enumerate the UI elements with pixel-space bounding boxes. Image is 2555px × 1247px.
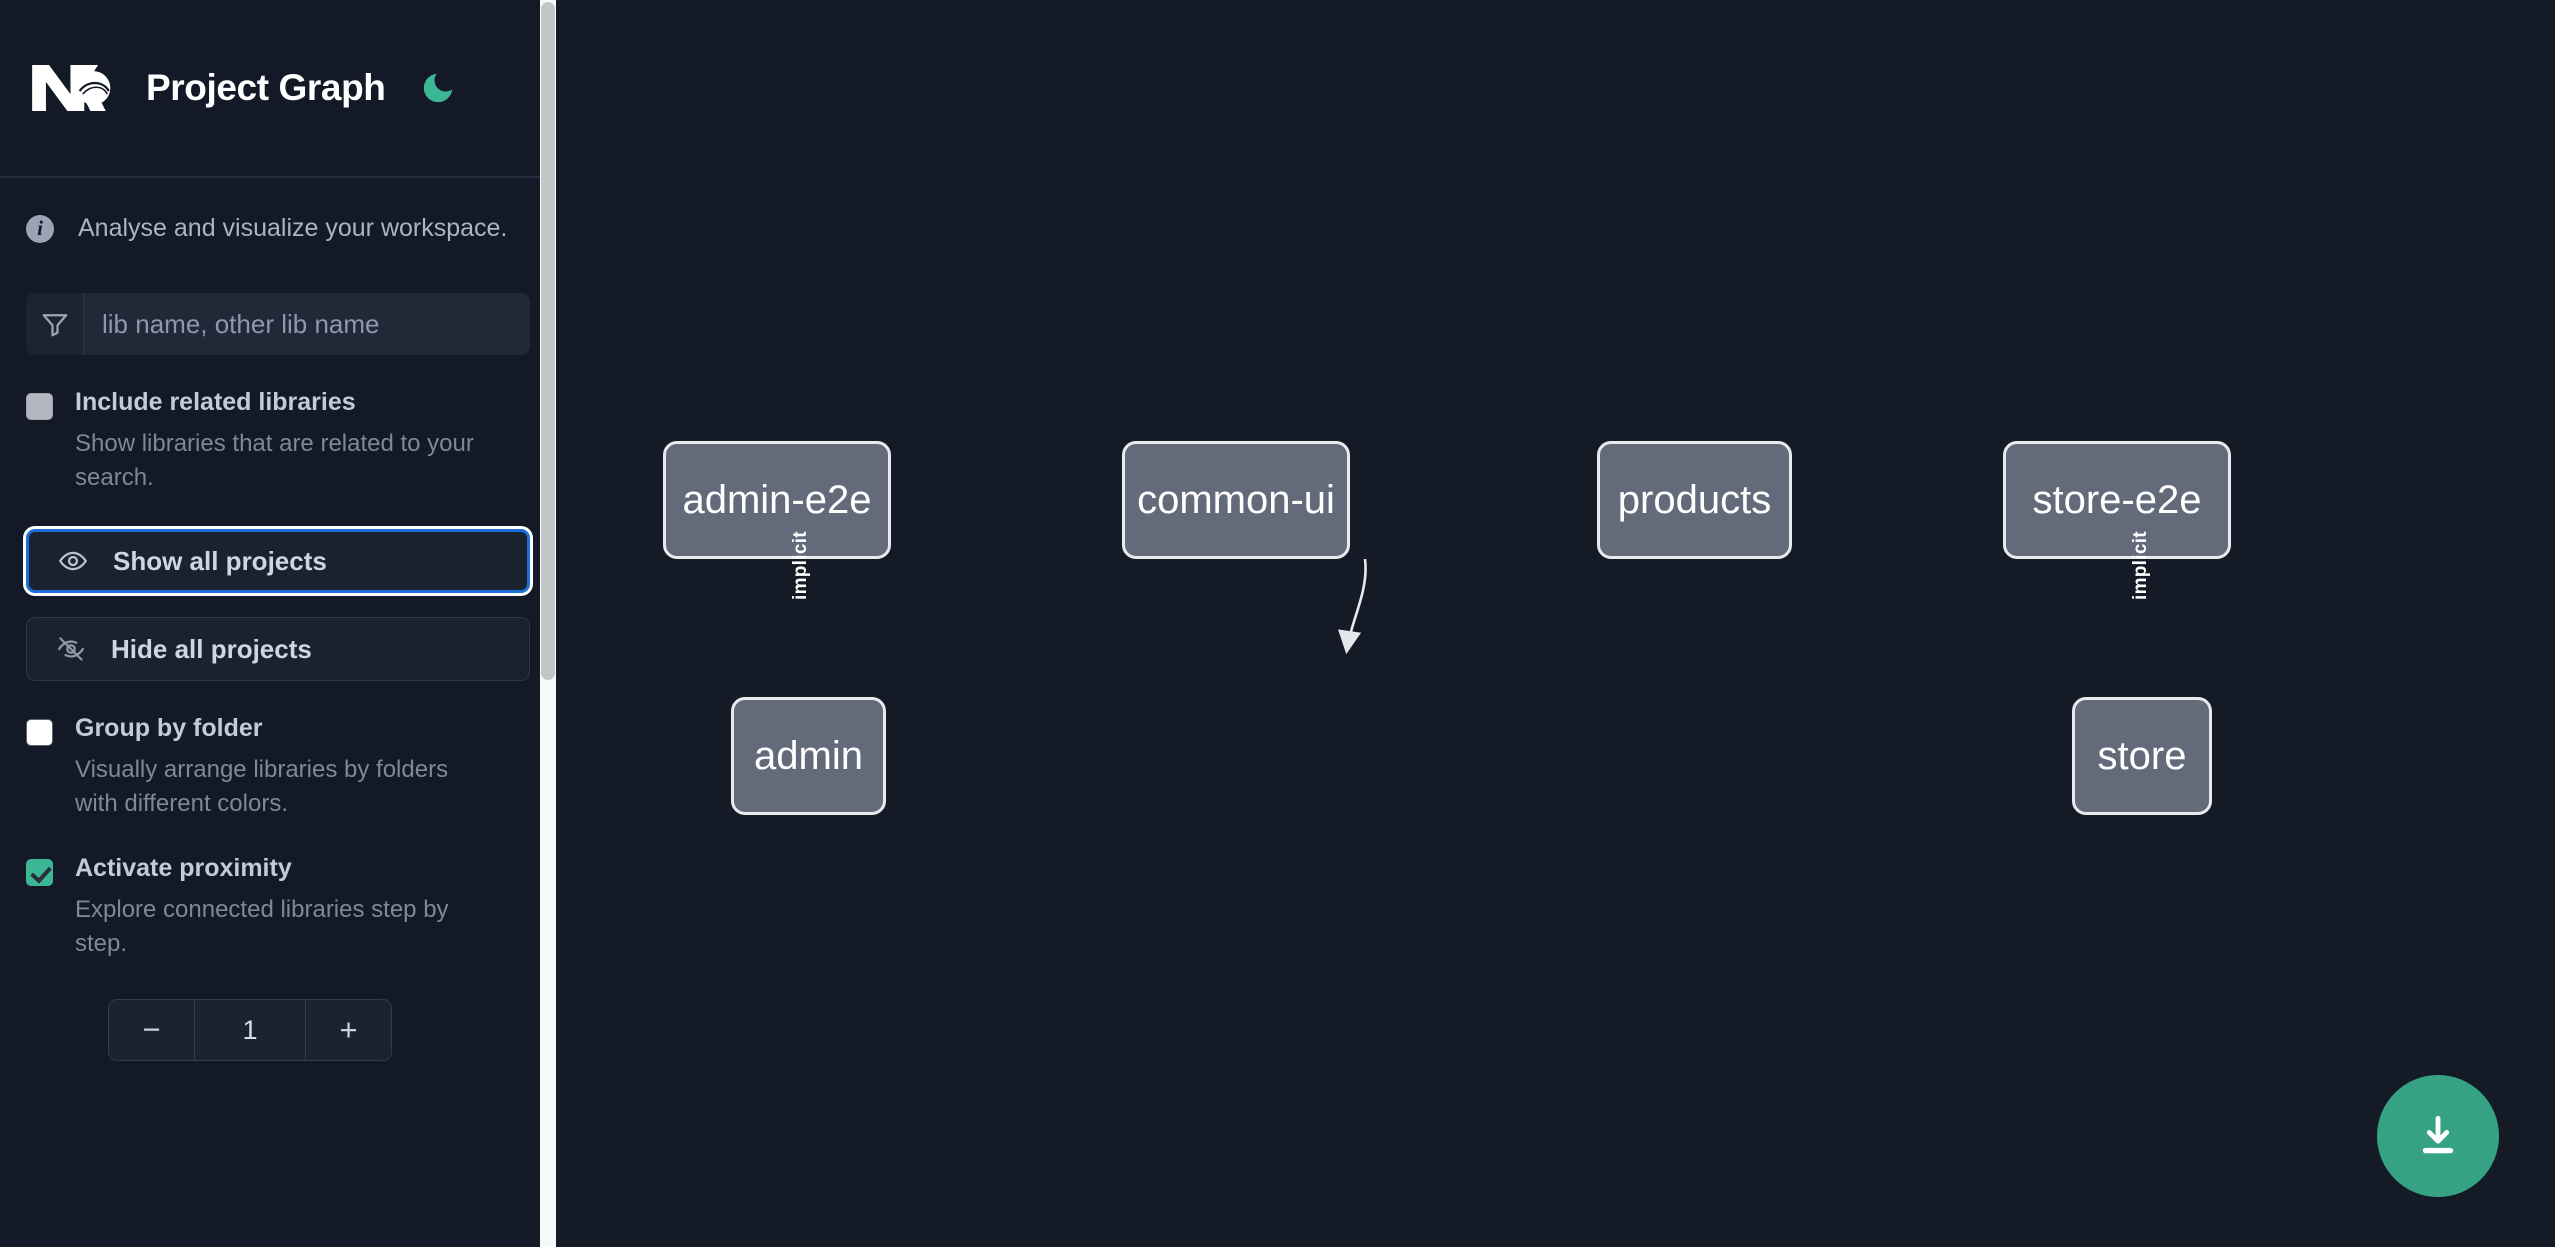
group-by-folder-description: Visually arrange libraries by folders wi… [75, 756, 449, 818]
include-related-libraries-description: Show libraries that are related to your … [75, 430, 474, 492]
moon-icon[interactable] [415, 65, 461, 111]
option-include-related-libraries: Include related libraries Show libraries… [0, 388, 556, 495]
search-input[interactable] [84, 293, 530, 355]
graph-node-store[interactable]: store [2072, 697, 2212, 815]
proximity-value: 1 [195, 1000, 305, 1061]
graph-node-store-e2e[interactable]: store-e2e [2003, 441, 2231, 559]
graph-edges [1338, 558, 1367, 655]
graph-node-products[interactable]: products [1597, 441, 1792, 559]
sidebar-scrollbar-track[interactable] [540, 0, 556, 1247]
graph-canvas[interactable]: admin-e2e common-ui products store-e2e admin… [556, 0, 2555, 1247]
page-title: Project Graph [146, 67, 386, 108]
include-related-libraries-label: Include related libraries [75, 388, 356, 416]
edge-label-store-e2e-to-store: implicit [2130, 531, 2151, 600]
sidebar: Project Graph i Analyse and visualize yo… [0, 0, 556, 1247]
workspace-info: i Analyse and visualize your workspace. [0, 178, 556, 243]
group-by-folder-checkbox[interactable] [26, 719, 53, 747]
activate-proximity-checkbox[interactable] [26, 859, 53, 887]
info-circle-icon: i [26, 214, 54, 243]
proximity-increment-button[interactable]: + [305, 1000, 391, 1061]
graph-node-common-ui[interactable]: common-ui [1122, 441, 1350, 559]
edge-label-admin-e2e-to-admin: implicit [790, 531, 811, 600]
option-activate-proximity: Activate proximity Explore connected lib… [0, 855, 556, 961]
filter-bar [26, 293, 530, 355]
info-text: Analyse and visualize your workspace. [78, 214, 508, 242]
graph-node-admin[interactable]: admin [731, 697, 886, 815]
hide-all-projects-label: Hide all projects [111, 633, 312, 664]
eye-off-icon [53, 634, 89, 664]
show-all-projects-button[interactable]: Show all projects [26, 529, 530, 594]
include-related-libraries-checkbox[interactable] [26, 393, 53, 420]
visibility-buttons: Show all projects Hide all projects [0, 529, 556, 682]
sidebar-header: Project Graph [0, 0, 556, 178]
group-by-folder-label: Group by folder [75, 714, 263, 743]
show-all-projects-label: Show all projects [113, 545, 327, 576]
option-group-by-folder: Group by folder Visually arrange librari… [0, 715, 556, 821]
download-icon [2422, 1115, 2454, 1154]
eye-icon [55, 546, 91, 576]
proximity-stepper: − 1 + [108, 999, 392, 1062]
proximity-decrement-button[interactable]: − [109, 1000, 195, 1061]
download-graph-button[interactable] [2377, 1075, 2499, 1197]
proximity-stepper-wrap: − 1 + [0, 999, 556, 1062]
hide-all-projects-button[interactable]: Hide all projects [26, 617, 530, 682]
sidebar-scrollbar-thumb[interactable] [541, 2, 555, 680]
activate-proximity-label: Activate proximity [75, 854, 292, 883]
funnel-filter-icon [26, 293, 84, 355]
graph-node-admin-e2e[interactable]: admin-e2e [663, 441, 891, 559]
activate-proximity-description: Explore connected libraries step by step… [75, 896, 449, 958]
nx-logo-icon [26, 57, 118, 119]
